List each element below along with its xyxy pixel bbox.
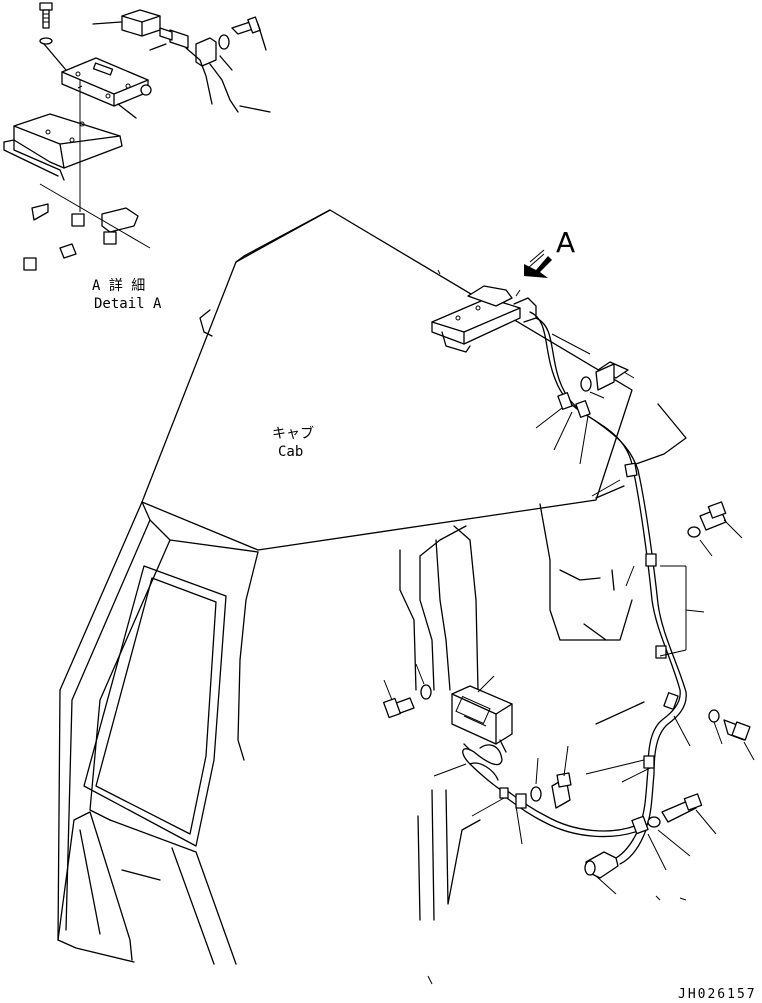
wiring-harness (462, 311, 687, 879)
roof-unit-group (431, 285, 537, 353)
detail-a-title-en: Detail A (94, 296, 162, 312)
bolt-right-upper (687, 501, 727, 538)
view-arrow-label: A (556, 226, 575, 259)
drawing-number: JH026157 (678, 987, 757, 1002)
detail-a-title-jp: A 詳 細 (92, 278, 145, 294)
view-arrow-a: A (524, 226, 575, 278)
harness-clamps (499, 392, 679, 835)
detail-base-bracket (3, 80, 123, 212)
detail-nuts (23, 183, 151, 271)
detail-a-group: A 詳 細 Detail A (3, 2, 271, 312)
detail-connector (149, 27, 271, 113)
controller-module (451, 685, 513, 753)
detail-bolt (39, 2, 53, 29)
bolt-right-middle (708, 709, 751, 741)
cab-label-en: Cab (278, 444, 303, 460)
detail-bolt-right (218, 16, 267, 51)
bolt-roof (580, 361, 629, 392)
leader-lines (383, 333, 755, 895)
detail-mounting-plate (43, 43, 152, 119)
cab-structure: キャブ Cab (57, 209, 687, 985)
bolt-right-lower (647, 793, 703, 828)
cab-label-jp: キャブ (272, 425, 314, 442)
bolt-left (382, 684, 432, 719)
detail-controller (92, 9, 161, 37)
detail-washer (39, 37, 53, 45)
bolt-center (530, 772, 572, 809)
